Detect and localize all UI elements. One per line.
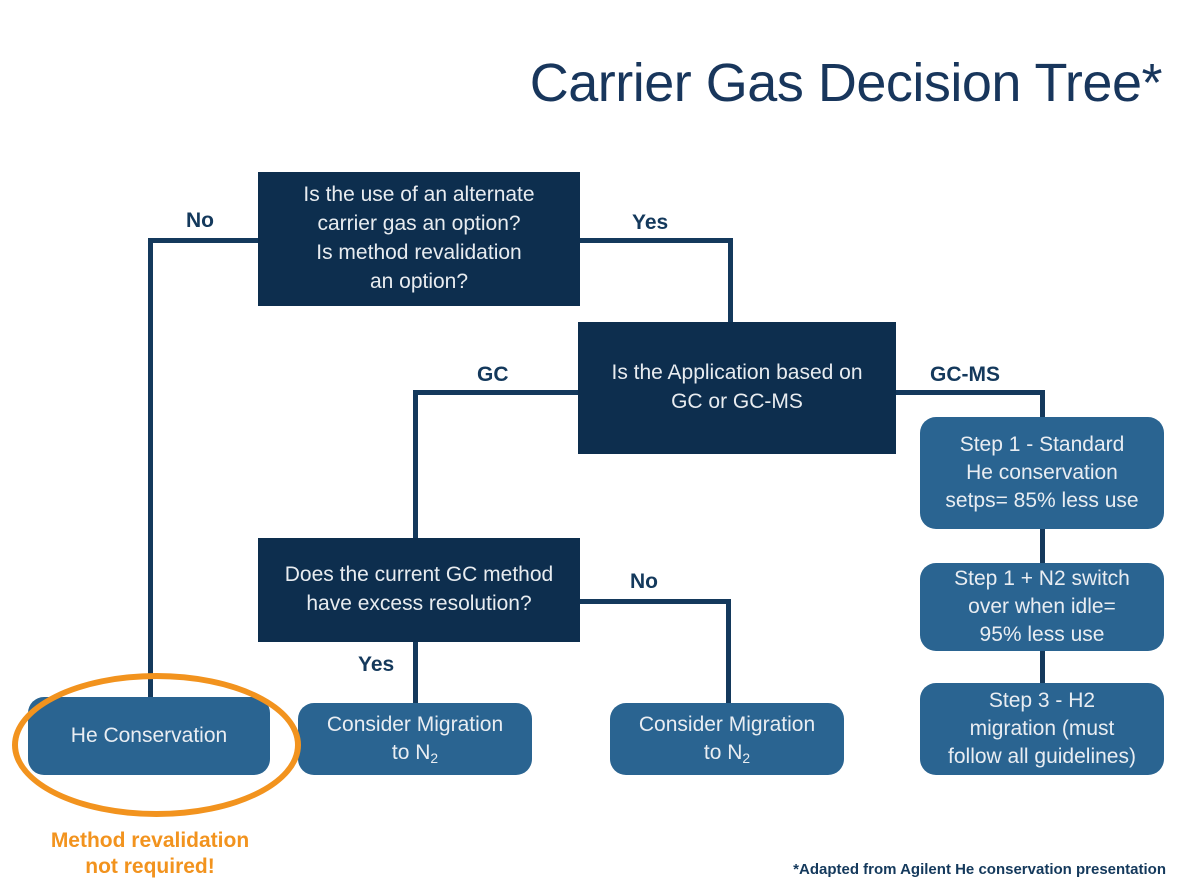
connector-gc-vertical [413, 390, 418, 538]
text-line: Step 1 - Standard [959, 433, 1125, 457]
connector-yes-top-horizontal [578, 238, 733, 243]
text-line: Step 3 - H2 [988, 689, 1096, 713]
connector-step1-step2 [1040, 528, 1045, 566]
outcome-box-migration-left[interactable]: Consider Migration to N2 [298, 703, 532, 775]
connector-no-resolution-vertical [726, 599, 731, 707]
outcome-box-step-3-h2-migration[interactable]: Step 3 - H2 migration (must follow all g… [920, 683, 1164, 775]
footnote: *Adapted from Agilent He conservation pr… [793, 861, 1166, 878]
connector-gc-horizontal [413, 390, 581, 395]
edge-label-no-top: No [186, 209, 214, 232]
decision-box-alternate-carrier-gas[interactable]: Is the use of an alternate carrier gas a… [258, 172, 580, 306]
decision-box-excess-resolution-label: Does the current GC method have excess r… [285, 561, 553, 619]
edge-label-yes-resolution: Yes [358, 653, 395, 676]
text-line: migration (must [969, 717, 1115, 741]
subscript-2: 2 [742, 749, 751, 766]
text-line: Does the current GC method [284, 563, 554, 587]
page-title: Carrier Gas Decision Tree* [529, 53, 1163, 113]
text-line: to N [391, 741, 431, 764]
edge-label-gc: GC [477, 363, 509, 386]
text-line: Consider Migration [326, 713, 504, 737]
outcome-box-step-2-label: Step 1 + N2 switch over when idle= 95% l… [954, 565, 1130, 649]
connector-yes-resolution-vertical [413, 640, 418, 706]
text-line: He conservation [966, 461, 1118, 485]
outcome-box-migration-right[interactable]: Consider Migration to N2 [610, 703, 844, 775]
outcome-box-migration-right-label: Consider Migration to N2 [639, 711, 815, 767]
text-line: over when idle= [968, 595, 1116, 619]
text-line: Consider Migration [638, 713, 816, 737]
decision-box-excess-resolution[interactable]: Does the current GC method have excess r… [258, 538, 580, 642]
subscript-2: 2 [430, 749, 439, 766]
connector-no-resolution-horizontal [578, 599, 731, 604]
text-line: an option? [369, 269, 469, 293]
text-line: setps= 85% less use [945, 488, 1139, 512]
outcome-box-step-3-label: Step 3 - H2 migration (must follow all g… [948, 687, 1136, 771]
edge-label-yes-top: Yes [632, 211, 669, 234]
connector-no-top-horizontal [148, 238, 260, 243]
edge-label-no-resolution: No [630, 570, 658, 593]
highlight-ellipse [12, 673, 301, 817]
outcome-box-migration-left-label: Consider Migration to N2 [327, 711, 503, 767]
outcome-box-step-1-standard[interactable]: Step 1 - Standard He conservation setps=… [920, 417, 1164, 529]
decision-box-alternate-carrier-gas-label: Is the use of an alternate carrier gas a… [303, 181, 534, 297]
outcome-box-step-1-n2-switch[interactable]: Step 1 + N2 switch over when idle= 95% l… [920, 563, 1164, 651]
text-line: have excess resolution? [306, 592, 532, 615]
connector-yes-top-vertical [728, 238, 733, 324]
connector-gcms-vertical [1040, 390, 1045, 435]
text-line: 95% less use [979, 622, 1105, 646]
text-line: Is the Application based on [611, 361, 863, 385]
highlight-note: Method revalidation not required! [50, 829, 250, 879]
edge-label-gc-ms: GC-MS [930, 363, 1000, 386]
text-line: Is the use of an alternate [303, 183, 535, 207]
outcome-box-step-1-label: Step 1 - Standard He conservation setps=… [945, 431, 1138, 515]
text-line: carrier gas an option? [317, 212, 521, 236]
decision-box-application-label: Is the Application based on GC or GC-MS [611, 359, 862, 417]
connector-gcms-horizontal [895, 390, 1045, 395]
connector-step2-step3 [1040, 648, 1045, 686]
text-line: Step 1 + N2 switch [954, 567, 1130, 591]
text-line: to N [703, 741, 743, 764]
text-line: GC or GC-MS [671, 390, 803, 413]
text-line: follow all guidelines) [948, 744, 1136, 768]
decision-box-application-gc-or-gcms[interactable]: Is the Application based on GC or GC-MS [578, 322, 896, 454]
connector-no-top-vertical [148, 238, 153, 708]
text-line: Is method revalidation [316, 241, 522, 264]
